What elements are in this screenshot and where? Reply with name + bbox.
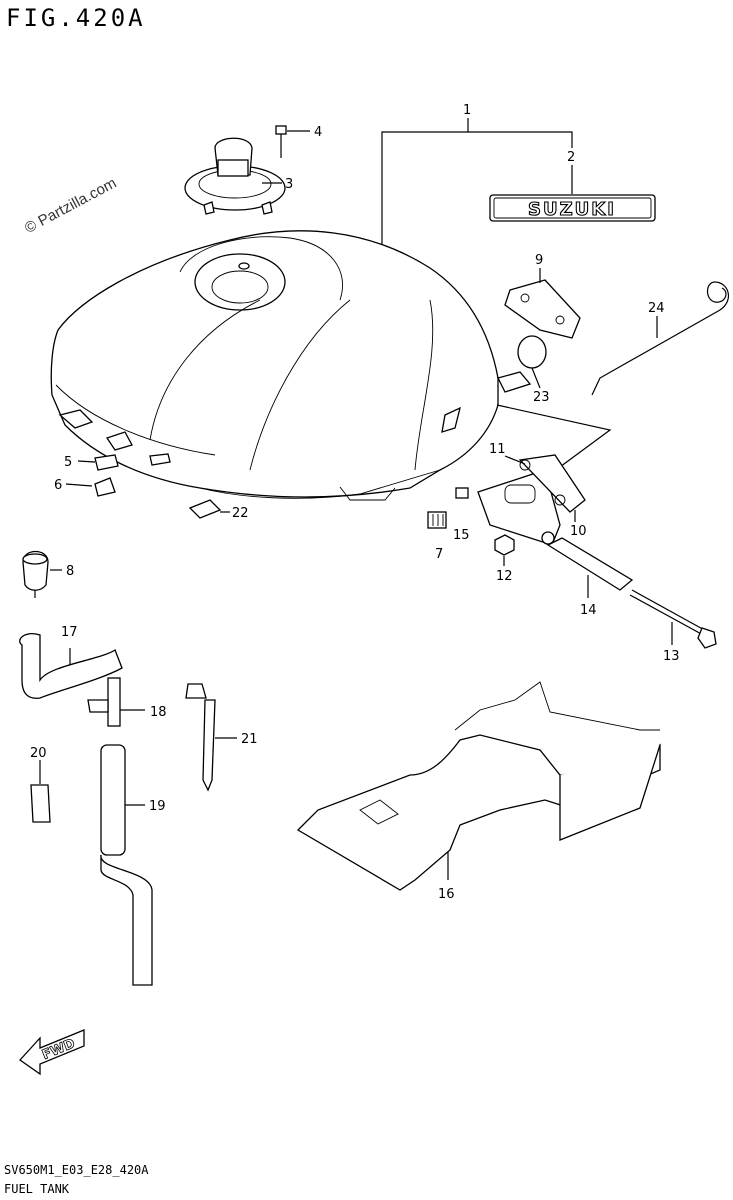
prop-rod[interactable] <box>591 281 730 396</box>
parts-diagram: SUZUKI <box>19 103 730 1076</box>
callout-4[interactable]: 4 <box>314 125 322 140</box>
callout-24[interactable]: 24 <box>648 301 665 316</box>
callout-21[interactable]: 21 <box>241 732 258 747</box>
rubber-cushion[interactable] <box>77 454 119 471</box>
callout-14[interactable]: 14 <box>580 603 597 618</box>
callout-22[interactable]: 22 <box>232 506 249 521</box>
suzuki-emblem[interactable]: SUZUKI <box>489 165 656 222</box>
rear-bracket[interactable] <box>504 268 581 389</box>
callout-23[interactable]: 23 <box>533 390 550 405</box>
figure-title: FIG.420A <box>6 4 146 32</box>
bolt[interactable] <box>275 125 287 158</box>
callout-13[interactable]: 13 <box>663 649 680 664</box>
callout-10[interactable]: 10 <box>570 524 587 539</box>
callout-18[interactable]: 18 <box>150 705 167 720</box>
label-sticker[interactable] <box>188 499 230 519</box>
washer[interactable] <box>65 477 116 497</box>
hinge-bolt[interactable] <box>629 589 717 649</box>
callout-20[interactable]: 20 <box>30 746 47 761</box>
drain-hose[interactable] <box>100 744 153 986</box>
callout-19[interactable]: 19 <box>149 799 166 814</box>
hinge-assembly[interactable] <box>477 404 612 546</box>
fuel-tank[interactable] <box>50 230 532 501</box>
callout-11[interactable]: 11 <box>489 442 506 457</box>
heat-shield[interactable] <box>296 681 661 891</box>
callout-7[interactable]: 7 <box>435 547 443 562</box>
clip-nut[interactable] <box>455 487 469 499</box>
callout-12[interactable]: 12 <box>496 569 513 584</box>
rubber-mount[interactable] <box>22 550 62 599</box>
callout-9[interactable]: 9 <box>535 253 543 268</box>
callout-16[interactable]: 16 <box>438 887 455 902</box>
forward-arrow-icon: FWD <box>19 1029 85 1076</box>
model-code: SV650M1_E03_E28_420A <box>4 1163 149 1177</box>
emblem-text: SUZUKI <box>528 199 616 220</box>
nut[interactable] <box>494 534 515 566</box>
hose-joint[interactable] <box>87 677 145 727</box>
fuel-cap[interactable] <box>184 137 286 215</box>
callout-5[interactable]: 5 <box>64 455 72 470</box>
callout-15[interactable]: 15 <box>453 528 470 543</box>
warning-label[interactable] <box>30 760 51 823</box>
cushion-pad[interactable] <box>427 511 447 529</box>
callout-1-leader <box>381 118 573 248</box>
callout-8[interactable]: 8 <box>66 564 74 579</box>
callout-3[interactable]: 3 <box>285 177 293 192</box>
breather-hose[interactable] <box>19 633 123 699</box>
callout-1[interactable]: 1 <box>463 103 471 118</box>
callout-2[interactable]: 2 <box>567 150 575 165</box>
collar[interactable] <box>546 537 634 598</box>
figure-caption: FUEL TANK <box>4 1182 70 1196</box>
callout-17[interactable]: 17 <box>61 625 78 640</box>
callout-6[interactable]: 6 <box>54 478 62 493</box>
cable-tie[interactable] <box>185 683 237 792</box>
